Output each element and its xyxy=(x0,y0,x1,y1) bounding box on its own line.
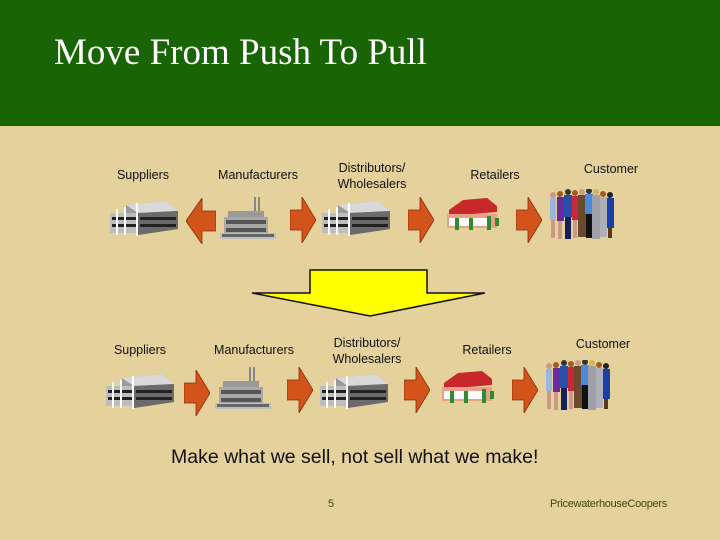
supplier-building-icon xyxy=(104,372,174,410)
slogan-text: Make what we sell, not sell what we make… xyxy=(171,446,539,468)
customers-group-icon xyxy=(544,360,612,412)
title-bar: Move From Push To Pull xyxy=(0,0,720,126)
arrow-right-icon xyxy=(408,197,434,243)
label-distributors: Distributors/ Wholesalers xyxy=(332,336,402,366)
arrow-right-icon xyxy=(287,367,313,413)
factory-icon xyxy=(215,367,271,411)
label-retailers: Retailers xyxy=(462,343,512,357)
factory-icon xyxy=(220,197,276,241)
arrow-right-icon xyxy=(512,367,538,413)
distributor-building-icon xyxy=(318,372,388,410)
retail-store-icon xyxy=(443,198,503,232)
slide-title: Move From Push To Pull xyxy=(54,32,427,73)
label-customer: Customer xyxy=(575,337,631,351)
supplier-building-icon xyxy=(108,199,178,237)
customers-group-icon xyxy=(548,189,616,241)
label-customer: Customer xyxy=(583,162,639,176)
retail-store-icon xyxy=(438,371,498,405)
page-number: 5 xyxy=(328,498,335,510)
label-manufacturers: Manufacturers xyxy=(214,343,294,357)
arrow-right-icon xyxy=(290,197,316,243)
brand-footer: PricewaterhouseCoopers xyxy=(550,498,667,510)
label-suppliers: Suppliers xyxy=(113,343,167,357)
distributor-building-icon xyxy=(320,199,390,237)
arrow-left-icon xyxy=(186,198,216,244)
arrow-right-icon xyxy=(404,367,430,413)
arrow-right-icon xyxy=(184,370,210,416)
label-retailers: Retailers xyxy=(470,168,520,182)
label-suppliers: Suppliers xyxy=(116,168,170,182)
arrow-right-icon xyxy=(516,197,542,243)
label-distributors: Distributors/ Wholesalers xyxy=(337,161,407,191)
label-manufacturers: Manufacturers xyxy=(218,168,298,182)
big-down-arrow-icon xyxy=(251,269,486,317)
